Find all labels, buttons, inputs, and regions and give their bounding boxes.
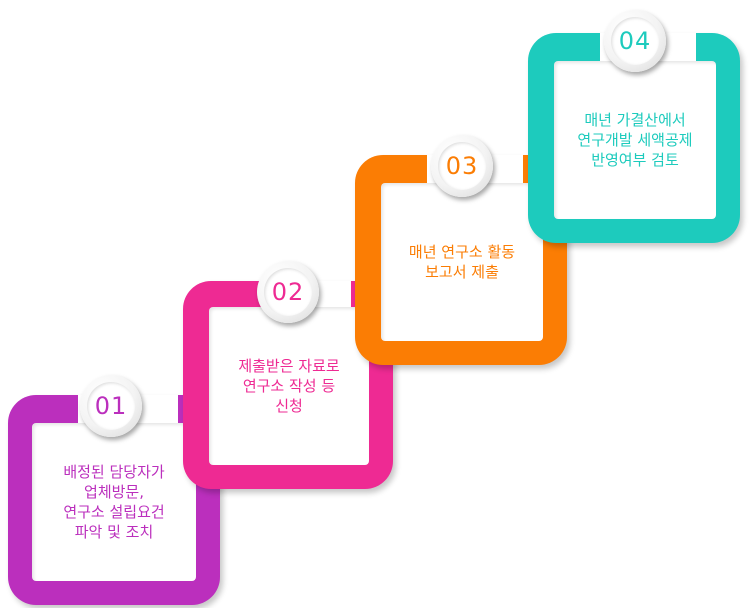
step-03-number: 03 — [438, 142, 486, 190]
step-04: 매년 가결산에서 연구개발 세액공제 반영여부 검토 04 — [528, 10, 740, 243]
step-04-number-badge: 04 — [604, 10, 666, 72]
step-03-panel: 매년 연구소 활동 보고서 제출 — [381, 183, 543, 341]
step-02-text: 제출받은 자료로 연구소 작성 등 신청 — [238, 357, 340, 415]
step-04-panel: 매년 가결산에서 연구개발 세액공제 반영여부 검토 — [554, 61, 716, 219]
step-01-number-badge: 01 — [80, 375, 142, 437]
step-04-text: 매년 가결산에서 연구개발 세액공제 반영여부 검토 — [577, 111, 693, 169]
step-03: 매년 연구소 활동 보고서 제출 03 — [355, 135, 567, 365]
step-02-number-badge: 02 — [257, 261, 319, 323]
step-01-panel: 배정된 담당자가 업체방문, 연구소 설립요건 파악 및 조치 — [32, 423, 196, 581]
step-02-panel: 제출받은 자료로 연구소 작성 등 신청 — [209, 307, 369, 465]
step-02-number: 02 — [264, 268, 312, 316]
step-03-text: 매년 연구소 활동 보고서 제출 — [408, 243, 516, 281]
step-01-text: 배정된 담당자가 업체방문, 연구소 설립요건 파악 및 조치 — [63, 463, 165, 541]
step-03-number-badge: 03 — [431, 135, 493, 197]
step-04-number: 04 — [611, 17, 659, 65]
step-01-number: 01 — [87, 382, 135, 430]
